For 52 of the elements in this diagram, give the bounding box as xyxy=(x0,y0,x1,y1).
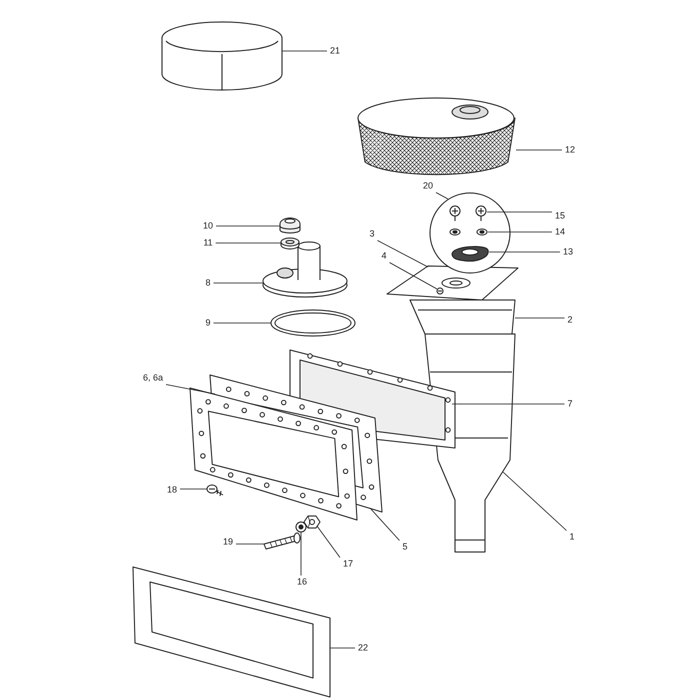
leader-line xyxy=(213,322,272,324)
bolt-drawing xyxy=(264,532,300,550)
screw-drawing xyxy=(206,484,224,496)
callout-number: 7 xyxy=(568,400,572,408)
callout-number: 16 xyxy=(297,578,307,586)
basket-drawing xyxy=(358,98,516,176)
callout-number: 9 xyxy=(206,318,210,328)
callout-number: 15 xyxy=(555,212,565,220)
callout-number: 3 xyxy=(370,230,374,238)
screw-drawing xyxy=(436,288,444,294)
cap-drawing xyxy=(280,218,300,234)
adjuster-drawing xyxy=(262,242,348,298)
callout-number: 8 xyxy=(206,278,210,288)
leader-line xyxy=(502,472,567,531)
callout-number: 4 xyxy=(382,252,386,260)
key-drawing xyxy=(452,246,489,262)
callout-number: 12 xyxy=(565,146,575,154)
callout-number: 17 xyxy=(343,560,353,568)
callout-number: 2 xyxy=(568,316,572,324)
gasket-drawing xyxy=(190,388,358,520)
callout-number: 22 xyxy=(358,644,368,652)
screws-drawing xyxy=(450,206,486,222)
leader-line xyxy=(436,192,448,200)
washers-drawing xyxy=(450,228,488,236)
detail-circle xyxy=(430,192,510,274)
callout-number: 21 xyxy=(330,46,340,56)
callout-number: 10 xyxy=(203,222,213,230)
callout-number: 13 xyxy=(563,248,573,256)
cover-frame-drawing xyxy=(132,566,330,698)
callout-number: 14 xyxy=(555,228,565,236)
washer-drawing xyxy=(296,522,306,532)
leader-line xyxy=(316,526,340,558)
callout-number: 6, 6a xyxy=(142,374,164,382)
callout-number: 19 xyxy=(223,538,233,546)
collar-drawing xyxy=(410,300,516,334)
leader-line xyxy=(213,282,264,284)
leader-line xyxy=(180,488,208,490)
o-ring-drawing xyxy=(270,310,356,336)
callout-number: 1 xyxy=(570,532,574,542)
leader-line xyxy=(377,240,428,268)
callout-number: 18 xyxy=(167,486,177,494)
callout-number: 11 xyxy=(203,238,213,248)
ring-drawing xyxy=(162,22,282,90)
plug-drawing xyxy=(280,238,300,250)
leader-line xyxy=(370,508,400,541)
leader-line xyxy=(300,532,302,576)
nut-drawing xyxy=(304,516,320,528)
callout-number: 20 xyxy=(423,182,433,190)
leader-line xyxy=(282,50,328,52)
leader-line xyxy=(215,242,282,244)
leader-line xyxy=(166,384,216,394)
callout-number: 5 xyxy=(402,542,408,552)
